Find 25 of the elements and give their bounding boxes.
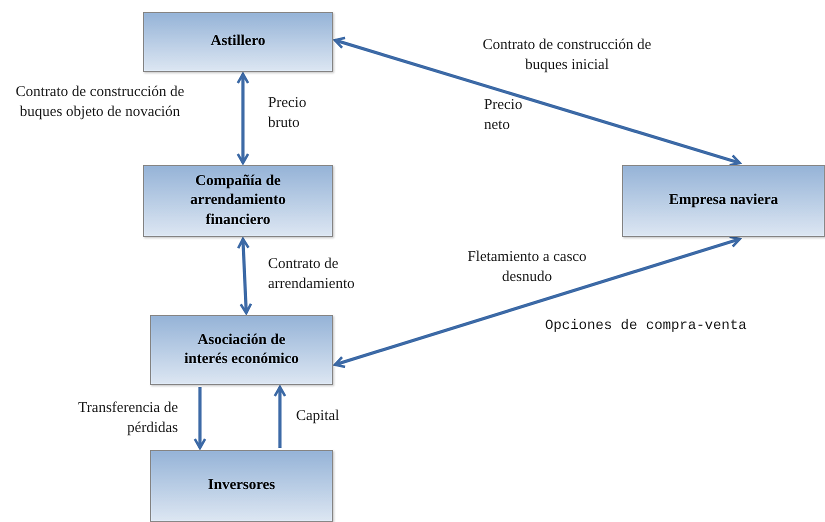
arrow <box>236 72 250 164</box>
arrow <box>334 36 742 167</box>
arrow <box>274 386 286 448</box>
edge-label: Contrato de arrendamiento <box>268 255 356 294</box>
arrow <box>194 387 206 450</box>
process-box <box>150 450 333 522</box>
edge-label: Precio bruto <box>268 94 308 132</box>
process-box <box>150 315 333 385</box>
arrow <box>334 236 742 368</box>
process-box <box>143 165 333 237</box>
note-text: Contrato de construcción de buques objeto de novación <box>14 83 186 122</box>
box-label: Inversores <box>208 476 276 496</box>
edge-label: Contrato de construcción de buques inicial <box>482 36 652 74</box>
edge-label: Capital <box>296 407 340 426</box>
note-text: Precio neto <box>484 96 524 134</box>
edge-label: Transferencia de pérdidas <box>77 399 178 438</box>
edge-label: Fletamiento a casco desnudo <box>466 248 588 286</box>
box-label: Compañía de arrendamiento financiero <box>189 172 287 230</box>
box-label: Asociación de interés económico <box>183 330 300 369</box>
process-box <box>622 165 825 237</box>
arrow <box>236 238 252 314</box>
box-label: Empresa naviera <box>668 191 778 210</box>
note-text: Opciones de compra-venta <box>545 317 748 336</box>
process-box <box>143 12 333 72</box>
box-label: Astillero <box>210 32 266 52</box>
